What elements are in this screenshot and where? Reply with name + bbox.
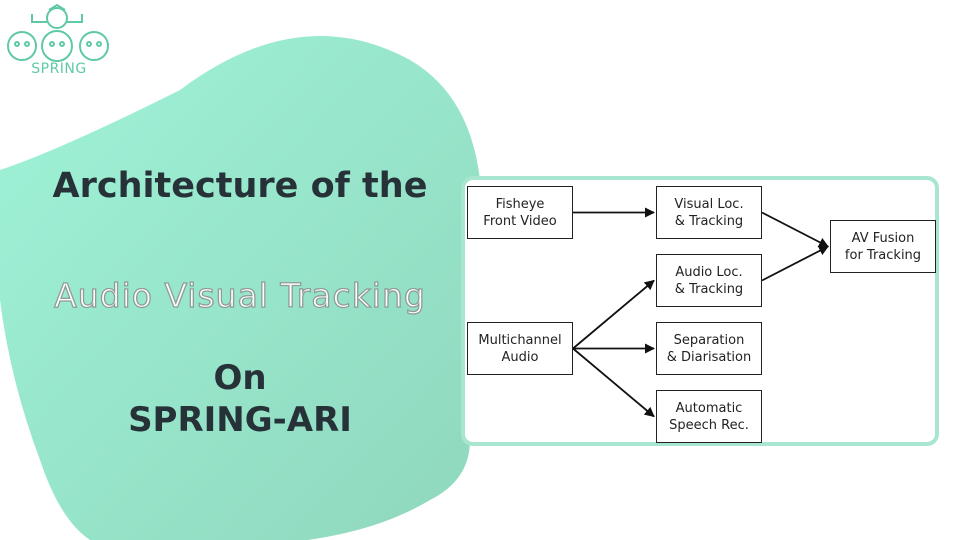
node-multichannel-audio: Multichannel Audio bbox=[467, 322, 573, 375]
title-line-1: Architecture of the bbox=[52, 166, 428, 206]
node-visual-loc-tracking: Visual Loc. & Tracking bbox=[656, 186, 762, 239]
node-av-fusion-tracking: AV Fusion for Tracking bbox=[830, 220, 936, 273]
node-automatic-speech-rec: Automatic Speech Rec. bbox=[656, 390, 762, 443]
node-audio-loc-tracking: Audio Loc. & Tracking bbox=[656, 254, 762, 307]
spring-logo: SPRING bbox=[2, 2, 114, 80]
title-line-3: On bbox=[213, 358, 267, 398]
spring-logo-icon bbox=[7, 3, 109, 62]
node-fisheye-front-video: Fisheye Front Video bbox=[467, 186, 573, 239]
title-line-2: Audio Visual Tracking bbox=[54, 275, 426, 315]
node-separation-diarisation: Separation & Diarisation bbox=[656, 322, 762, 375]
logo-text: SPRING bbox=[31, 61, 87, 77]
title-line-4: SPRING-ARI bbox=[128, 400, 352, 440]
